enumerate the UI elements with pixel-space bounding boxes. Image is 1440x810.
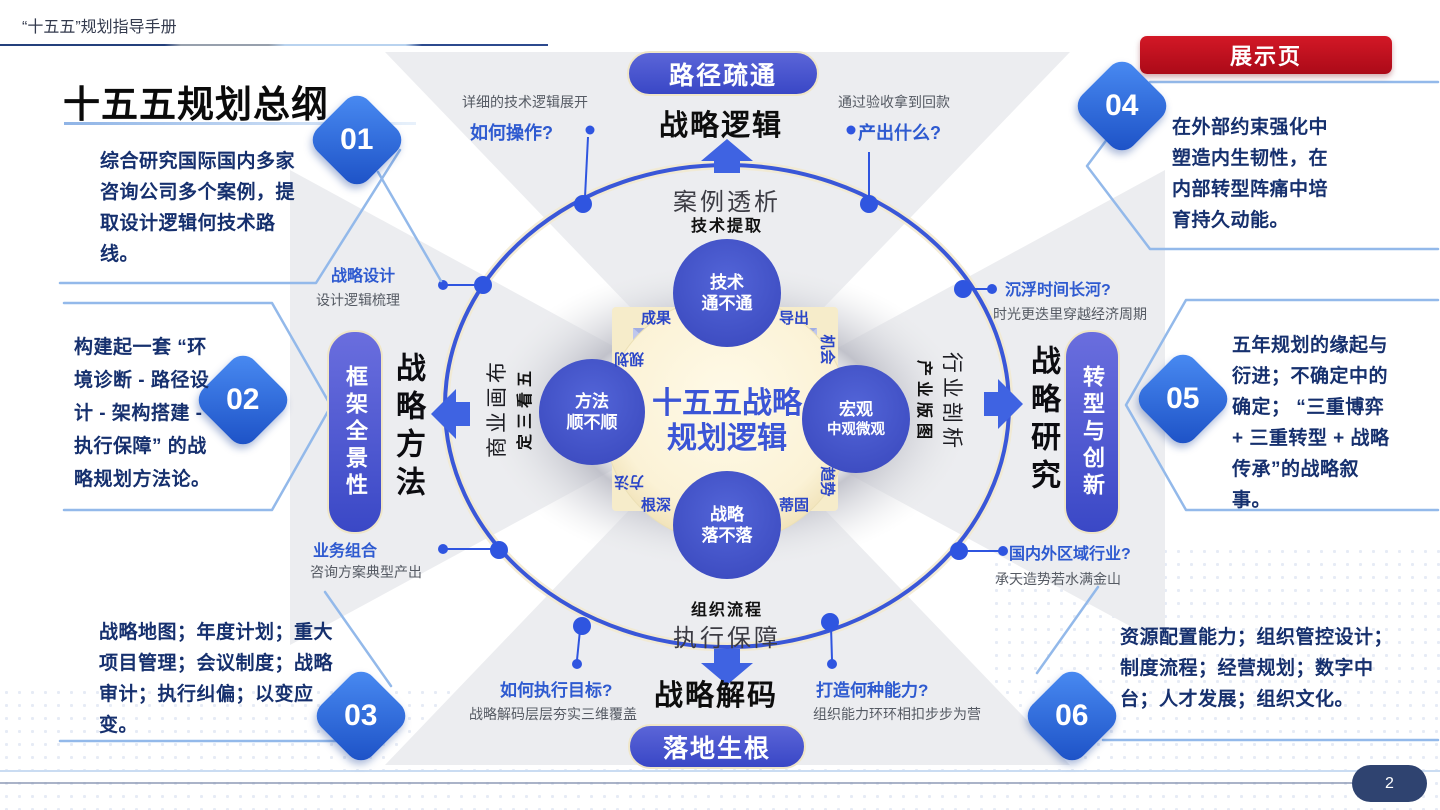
badge-03-number: 03 xyxy=(344,699,378,732)
node-right-label: 宏观 中观微观 xyxy=(791,399,921,441)
square-label-bottom-right: 蒂固 xyxy=(779,497,810,514)
node-bottom-line2: 落不落 xyxy=(701,526,753,545)
q-top-right: 产出什么? xyxy=(858,123,941,143)
page-title: 十五五规划总纲 xyxy=(63,84,329,125)
pill-top-label: 路径疏通 xyxy=(668,61,777,90)
page-number-pill: 2 xyxy=(1352,765,1427,802)
square-label-left-bottom: 方法 xyxy=(614,473,645,490)
center-title: 十五五战略 规划逻辑 xyxy=(617,386,837,456)
center-title-line2: 规划逻辑 xyxy=(667,422,787,455)
square-label-left-top: 规划 xyxy=(614,350,645,367)
arrow-up-icon xyxy=(701,139,753,173)
node-bottom-label: 战略 落不落 xyxy=(667,504,787,546)
node-circles xyxy=(539,239,910,579)
arrow-left-icon xyxy=(431,389,470,439)
pill-bottom-label: 落地生根 xyxy=(662,734,771,763)
square-label-right-top: 机会 xyxy=(818,334,836,365)
badge-04-number: 04 xyxy=(1105,89,1139,122)
title-underline xyxy=(64,122,416,125)
ring-title-bottom: 执行保障 xyxy=(673,625,781,652)
header-divider xyxy=(0,44,548,46)
node-left-line1: 方法 xyxy=(575,392,609,411)
direction-arrows xyxy=(431,139,1023,685)
q-top-left: 如何操作? xyxy=(470,123,553,143)
corner-badge: 展示页 xyxy=(1140,36,1392,74)
note-left-bottom: 咨询方案典型产出 xyxy=(310,564,422,580)
footer-lines xyxy=(0,770,1440,784)
square-label-right-bottom: 趋势 xyxy=(818,466,836,497)
note-bottom-right: 组织能力环环相扣步步为营 xyxy=(813,706,981,722)
node-top-label: 技术 通不通 xyxy=(667,272,787,314)
ring-title-top: 案例透析 xyxy=(673,189,781,216)
note-top-left: 详细的技术逻辑展开 xyxy=(462,94,588,110)
callout-06-text: 资源配置能力；组织管控设计；制度流程；经营规划；数字中台；人才发展；组织文化。 xyxy=(1120,627,1394,710)
note-top-right: 通过验收拿到回款 xyxy=(838,94,950,110)
q-right-top: 沉浮时间长河? xyxy=(1005,282,1111,299)
callout-01-text: 综合研究国际国内多家咨询公司多个案例，提取设计逻辑何技术路线。 xyxy=(100,151,296,265)
note-right-top: 时光更迭里穿越经济周期 xyxy=(993,306,1147,322)
note-bottom-left: 战略解码层层夯实三维覆盖 xyxy=(469,706,637,722)
heading-right: 战略研究 xyxy=(1026,345,1059,497)
node-top-line1: 技术 xyxy=(710,273,744,292)
note-left-top: 设计逻辑梳理 xyxy=(316,292,400,308)
pill-left-label: 框架全景性 xyxy=(343,364,368,500)
arrow-right-icon xyxy=(984,379,1023,429)
q-right-bottom: 国内外区域行业? xyxy=(1009,546,1131,563)
pill-bottom: 落地生根 xyxy=(628,724,806,769)
badge-01-number: 01 xyxy=(340,123,374,156)
node-left-label: 方法 顺不顺 xyxy=(532,391,652,433)
callout-04-text: 在外部约束强化中塑造内生韧性，在内部转型阵痛中培育持久动能。 xyxy=(1172,117,1329,231)
q-left-bottom: 业务组合 xyxy=(313,543,378,560)
badge-06-number: 06 xyxy=(1055,699,1089,732)
q-bottom-left: 如何执行目标? xyxy=(500,681,613,700)
pill-left: 框架全景性 xyxy=(327,330,383,534)
heading-top: 战略逻辑 xyxy=(658,110,783,142)
ring-title-right: 行业剖析 xyxy=(940,352,963,452)
callout-02-text: 构建起一套 “环境诊断 - 路径设计 - 架构搭建 - 执行保障” 的战略规划方… xyxy=(74,337,211,490)
center-title-line1: 十五五战略 xyxy=(652,387,802,420)
breadcrumb: “十五五”规划指导手册 xyxy=(22,19,177,36)
heading-bottom: 战略解码 xyxy=(653,680,778,712)
ring-sub-top: 技术提取 xyxy=(690,218,763,235)
pill-top: 路径疏通 xyxy=(627,51,819,96)
square-label-top-left: 成果 xyxy=(641,310,672,327)
q-left-top: 战略设计 xyxy=(331,268,396,285)
badge-02-number: 02 xyxy=(226,383,260,416)
arrow-down-icon xyxy=(701,649,753,685)
pill-right-label: 转型与创新 xyxy=(1080,364,1105,500)
note-right-bottom: 承天造势若水满金山 xyxy=(995,571,1121,587)
callout-05-text: 五年规划的缘起与衍进；不确定中的确定； “三重博弈 + 三重转型 + 战略传承”… xyxy=(1232,335,1390,511)
ring-sub-bottom: 组织流程 xyxy=(690,602,763,619)
connectors xyxy=(443,136,1001,661)
square-label-bottom-left: 根深 xyxy=(641,497,672,514)
ring-label-left: 商业画布 定三看五 xyxy=(480,333,536,483)
ring-title-left: 商业画布 xyxy=(486,358,509,458)
connector-dots xyxy=(438,125,1008,669)
q-bottom-right: 打造何种能力? xyxy=(816,681,929,700)
ring-label-right: 行业剖析 产业版图 xyxy=(913,327,969,477)
square-label-top-right: 导出 xyxy=(779,310,810,327)
callout-03-text: 战略地图；年度计划；重大项目管理；会议制度；战略审计；执行纠偏；以变应变。 xyxy=(99,622,334,736)
node-bottom-line1: 战略 xyxy=(710,505,744,524)
pill-right: 转型与创新 xyxy=(1064,330,1120,534)
node-right-line2: 中观微观 xyxy=(827,422,885,438)
node-right-line1: 宏观 xyxy=(839,400,873,419)
node-left-line2: 顺不顺 xyxy=(566,413,618,432)
node-top-line2: 通不通 xyxy=(701,294,753,313)
heading-left: 战略方法 xyxy=(391,352,424,504)
badge-05-number: 05 xyxy=(1166,382,1200,415)
